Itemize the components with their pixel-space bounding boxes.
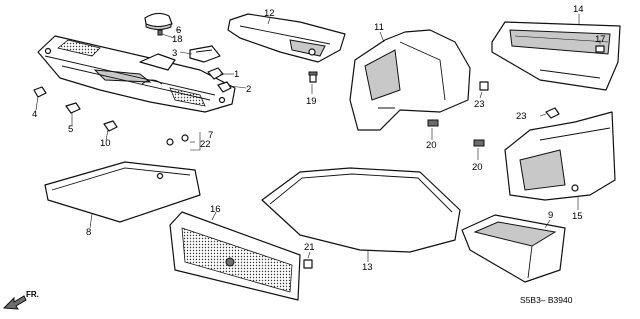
callout-19: 19 <box>306 96 317 107</box>
callout-16: 16 <box>210 204 221 215</box>
front-arrow: FR. <box>2 290 39 310</box>
callout-21: 21 <box>304 242 315 253</box>
clip-5 <box>65 102 81 114</box>
callout-11: 11 <box>374 22 384 33</box>
clip-20-b <box>473 139 485 147</box>
leader-lines <box>35 14 601 262</box>
callout-23-b: 23 <box>516 111 527 122</box>
diagram-code: S5B3– B3940 <box>520 295 573 305</box>
callout-1: 1 <box>234 69 239 80</box>
clip-20-a <box>427 119 439 127</box>
callout-6: 6 <box>176 25 181 36</box>
side-lining-15 <box>504 111 616 201</box>
cover-cap <box>144 12 173 36</box>
clip-23-a <box>479 81 489 91</box>
callout-10: 10 <box>100 138 111 149</box>
belt-guide <box>189 45 221 63</box>
clip-23-b <box>545 107 560 119</box>
callout-23-a: 23 <box>474 99 485 110</box>
callout-13: 13 <box>362 262 373 273</box>
callout-15: 15 <box>572 211 583 222</box>
clip-21 <box>303 259 313 269</box>
rear-tray-shelf <box>37 35 236 113</box>
clip-10 <box>103 120 118 132</box>
rear-panel-12 <box>227 13 346 63</box>
front-label: FR. <box>26 290 39 299</box>
callout-5: 5 <box>68 124 73 135</box>
callout-20-a: 20 <box>426 140 437 151</box>
clip-19 <box>308 71 318 83</box>
callout-2: 2 <box>246 84 251 95</box>
callout-18: 18 <box>172 34 183 45</box>
callout-20-b: 20 <box>472 162 483 173</box>
callout-22: 22 <box>200 139 211 150</box>
side-cover-16 <box>169 211 301 301</box>
callout-14: 14 <box>573 4 584 15</box>
callout-8: 8 <box>86 227 91 238</box>
trunk-mat-13 <box>261 167 461 253</box>
callout-7: 7 <box>208 130 213 141</box>
callout-3: 3 <box>172 48 177 59</box>
clip-4 <box>33 86 47 98</box>
callout-9: 9 <box>548 210 553 221</box>
trunk-sill-14 <box>491 21 621 91</box>
clip-2 <box>217 81 232 93</box>
clip-22 <box>166 134 189 146</box>
callout-12: 12 <box>264 8 275 19</box>
front-arrow-icon <box>2 295 27 310</box>
floor-board-8 <box>44 161 201 223</box>
side-lining-11 <box>349 29 471 131</box>
storage-box-9 <box>461 214 566 283</box>
callout-labels: 6 18 3 1 2 4 5 10 7 22 8 16 12 19 11 13 … <box>32 4 606 273</box>
callout-4: 4 <box>32 109 37 120</box>
callout-17: 17 <box>595 34 606 45</box>
clip-17 <box>595 45 605 53</box>
